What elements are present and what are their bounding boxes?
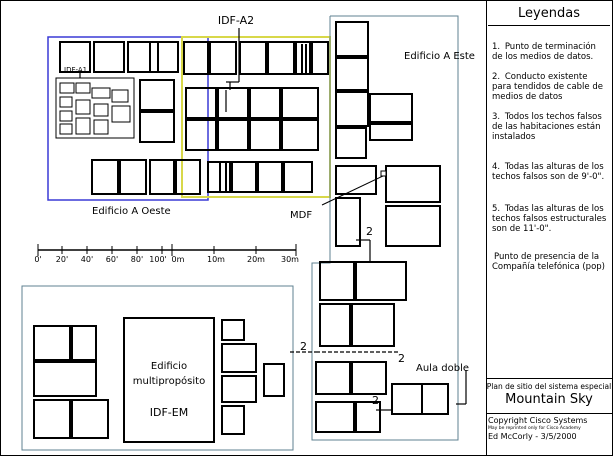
legend-item: 2. Conducto existente para tendidos de c… [492, 72, 608, 102]
conduit-lines [79, 28, 467, 411]
label-multiproposito: multipropósito [133, 375, 205, 387]
scale-tick-ft: 60' [106, 255, 118, 264]
legend-item-text: Punto de terminación de los medios de da… [492, 42, 596, 62]
legend-item-text: Punto de presencia de la Compañía telefó… [492, 252, 605, 272]
scale-bar [37, 244, 297, 256]
conduit-label: 2 [300, 340, 307, 353]
idf-a1-room-cluster [55, 77, 135, 139]
label-idf-a1: IDF-A1 [64, 66, 87, 74]
scale-tick-m: 10m [207, 255, 225, 264]
scale-tick-ft: 80' [131, 255, 143, 264]
conduit-label: 2 [398, 352, 405, 365]
legend-item-text: Todas las alturas de los techos falsos s… [492, 162, 605, 182]
label-edificio-este: Edificio A Este [404, 51, 475, 62]
label-aula-doble: Aula doble [416, 363, 469, 374]
plan-name: Mountain Sky [505, 392, 593, 407]
legend-item-text: Todas las alturas de los techos falsos e… [492, 204, 607, 234]
oeste-room-walls [59, 41, 201, 195]
legend-item: 1. Punto de terminación de los medios de… [492, 42, 608, 62]
legend-item: Punto de presencia de la Compañía telefó… [492, 252, 608, 272]
title-block: Plan de sitio del sistema especial Mount… [486, 378, 612, 414]
credits-block: Copyright Cisco Systems May be reprinted… [488, 416, 610, 442]
este-room-walls [315, 21, 449, 433]
scale-tick-ft: 20' [56, 255, 68, 264]
scale-tick-m: 30m [281, 255, 299, 264]
conduit-label: 2 [372, 394, 379, 407]
scale-tick-m: 20m [247, 255, 265, 264]
edificio-multiproposito-outline [21, 285, 294, 451]
label-idf-em: IDF-EM [150, 406, 188, 419]
idf-a2-room-walls [183, 41, 329, 193]
label-edificio-oeste: Edificio A Oeste [92, 206, 171, 217]
multiproposito-room-walls [33, 317, 285, 443]
scale-tick-m: 0m [172, 255, 185, 264]
legend-item-number: 2. [492, 72, 501, 82]
author-date: Ed McCorly - 3/5/2000 [488, 432, 577, 441]
legend-title: Leyendas [488, 3, 610, 26]
label-idf-a2: IDF-A2 [218, 14, 254, 27]
legend-panel [486, 0, 612, 455]
legend-item-text: Todos los techos falsos de las habitacio… [492, 112, 602, 142]
legend-item-number: 1. [492, 42, 501, 52]
legend-item-number: 4. [492, 162, 501, 172]
legend-item-number: 5. [492, 204, 501, 214]
label-mdf: MDF [290, 210, 312, 221]
legend-item: 5. Todas las alturas de los techos falso… [492, 204, 608, 234]
copyright-text: Copyright Cisco Systems [488, 416, 588, 425]
scale-tick-ft: 100' [149, 255, 166, 264]
scale-tick-ft: 0' [34, 255, 41, 264]
legend-item-number: 3. [492, 112, 501, 122]
scale-tick-ft: 40' [81, 255, 93, 264]
plan-caption: Plan de sitio del sistema especial [486, 382, 612, 391]
conduit-label: 2 [366, 225, 373, 238]
legend-item: 3. Todos los techos falsos de las habita… [492, 112, 608, 142]
legend-item: 4. Todas las alturas de los techos falso… [492, 162, 608, 182]
legend-item-text: Conducto existente para tendidos de cabl… [492, 72, 603, 102]
reprint-notice: May be reprinted only for Cisco Academy [488, 426, 581, 431]
label-edificio: Edificio [151, 361, 187, 372]
mdf-marker-icon [380, 170, 387, 177]
